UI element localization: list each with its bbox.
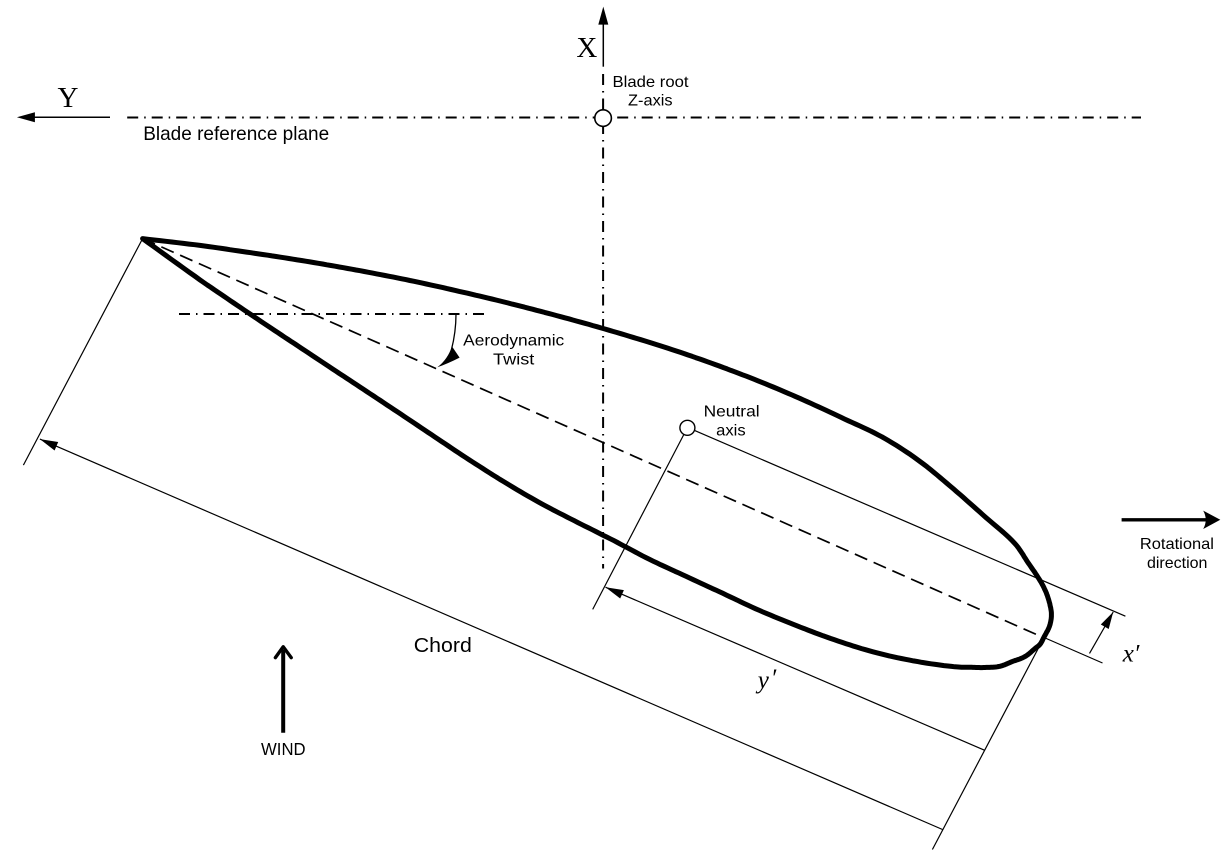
svg-text:y: y xyxy=(755,667,770,694)
svg-text:Blade reference plane: Blade reference plane xyxy=(143,123,329,145)
svg-text:Z-axis: Z-axis xyxy=(628,93,673,110)
svg-text:Chord: Chord xyxy=(414,634,472,657)
svg-text:Y: Y xyxy=(58,82,79,114)
svg-text:Rotational: Rotational xyxy=(1140,536,1214,553)
svg-text:′: ′ xyxy=(771,665,777,692)
svg-text:direction: direction xyxy=(1147,555,1208,572)
svg-text:WIND: WIND xyxy=(261,739,306,759)
svg-text:axis: axis xyxy=(716,423,746,440)
svg-text:Twist: Twist xyxy=(493,352,535,369)
svg-text:Neutral: Neutral xyxy=(704,404,760,421)
svg-text:x′: x′ xyxy=(1122,641,1140,668)
svg-text:X: X xyxy=(576,32,597,64)
svg-text:Blade root: Blade root xyxy=(613,74,690,91)
svg-text:Aerodynamic: Aerodynamic xyxy=(463,333,564,350)
